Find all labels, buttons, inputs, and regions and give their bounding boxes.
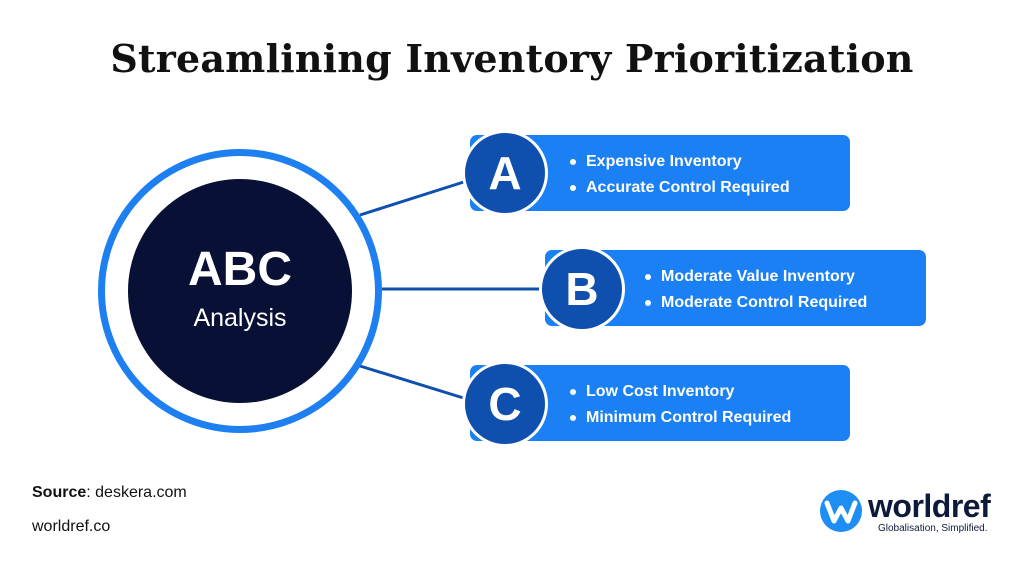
connector-c xyxy=(359,364,471,402)
source-value: : deskera.com xyxy=(86,484,187,501)
logo-wordmark: worldref xyxy=(868,488,991,524)
category-a-points: Expensive Inventory Accurate Control Req… xyxy=(568,149,790,201)
category-c-points: Low Cost Inventory Minimum Control Requi… xyxy=(568,379,791,431)
source-label: Source xyxy=(32,484,87,501)
category-a-point-1: Expensive Inventory xyxy=(568,149,790,175)
connector-a xyxy=(359,178,471,217)
category-c-point-1: Low Cost Inventory xyxy=(568,379,791,405)
category-c-badge: C xyxy=(462,361,548,447)
category-b-points: Moderate Value Inventory Moderate Contro… xyxy=(643,264,867,316)
category-b-badge: B xyxy=(539,246,625,332)
source-credit: Source: deskera.com xyxy=(32,484,187,502)
category-a-point-2: Accurate Control Required xyxy=(568,175,790,201)
category-a-badge: A xyxy=(462,130,548,216)
center-subtitle: Analysis xyxy=(193,303,287,332)
category-b-point-1: Moderate Value Inventory xyxy=(643,264,867,290)
worldref-logo-icon xyxy=(820,490,862,532)
category-c-point-2: Minimum Control Required xyxy=(568,405,791,431)
category-b-point-2: Moderate Control Required xyxy=(643,290,867,316)
site-url: worldref.co xyxy=(32,518,111,535)
center-title: ABC xyxy=(188,242,292,296)
logo-tagline: Globalisation, Simplified. xyxy=(878,523,988,534)
center-circle: ABC Analysis xyxy=(128,179,352,403)
page-title: Streamlining Inventory Prioritization xyxy=(110,36,914,81)
